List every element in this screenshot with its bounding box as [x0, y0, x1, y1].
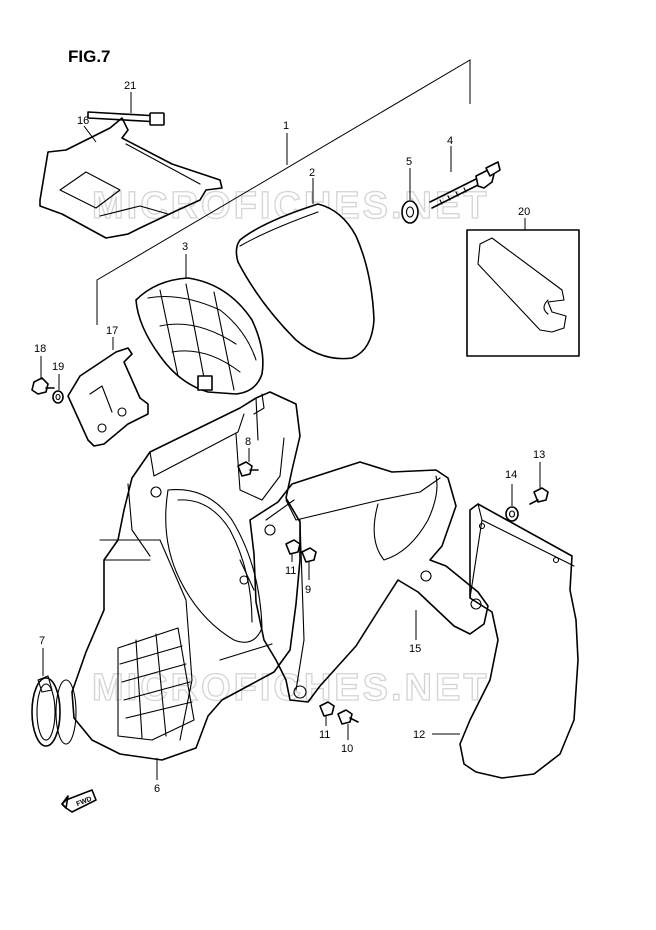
part-12-rear-cover [432, 503, 579, 779]
part-13-bolt [529, 462, 549, 505]
callout-15: 15 [409, 643, 421, 655]
part-18-bolt [31, 356, 55, 395]
part-7-hose-clamp [31, 648, 77, 747]
callout-20: 20 [518, 206, 530, 218]
callout-19: 19 [52, 361, 64, 373]
callout-17: 17 [106, 325, 118, 337]
watermark-bottom: MICROFICHES.NET [92, 667, 490, 709]
callout-12: 12 [413, 729, 425, 741]
part-11-nut-lower [319, 701, 335, 726]
part-2-air-filter [235, 178, 375, 360]
part-4-wing-bolt [429, 146, 501, 209]
callout-18: 18 [34, 343, 46, 355]
part-10-bolt [337, 709, 359, 740]
callout-4: 4 [447, 135, 453, 147]
part-9-bolt [301, 547, 317, 580]
part-14-washer [505, 484, 519, 522]
part-17-bracket [67, 337, 149, 447]
figure-title: FIG.7 [68, 47, 111, 66]
part-20-label-box [466, 218, 580, 357]
part-11-nut-upper [285, 539, 301, 562]
callout-9: 9 [305, 584, 311, 596]
part-15-bracket-arm [249, 461, 489, 703]
callout-11-upper: 11 [285, 565, 296, 577]
callout-1: 1 [283, 120, 289, 132]
part-21-cable-tie [87, 92, 165, 126]
callout-6: 6 [154, 783, 160, 795]
callout-2: 2 [309, 167, 315, 179]
part-19-washer [52, 374, 64, 404]
callout-5: 5 [406, 156, 412, 168]
callout-3: 3 [182, 241, 188, 253]
assembly-bracket-lines [96, 59, 471, 325]
part-3-filter-cage [135, 254, 264, 395]
callout-labels: 1 2 3 4 5 6 7 8 9 10 11 11 12 13 14 15 1… [34, 80, 545, 795]
callout-21: 21 [124, 80, 136, 92]
callout-16: 16 [77, 115, 89, 127]
part-16-cover-plate [39, 117, 223, 239]
callout-10: 10 [341, 743, 353, 755]
part-5-washer [401, 168, 419, 224]
callout-7: 7 [39, 635, 45, 647]
part-8-screw [237, 448, 259, 477]
callout-8: 8 [245, 436, 251, 448]
fwd-arrow-icon: FWD [61, 789, 97, 813]
callout-14: 14 [505, 469, 517, 481]
callout-11-lower: 11 [319, 729, 330, 741]
part-6-air-cleaner-case [71, 391, 301, 780]
callout-13: 13 [533, 449, 545, 461]
